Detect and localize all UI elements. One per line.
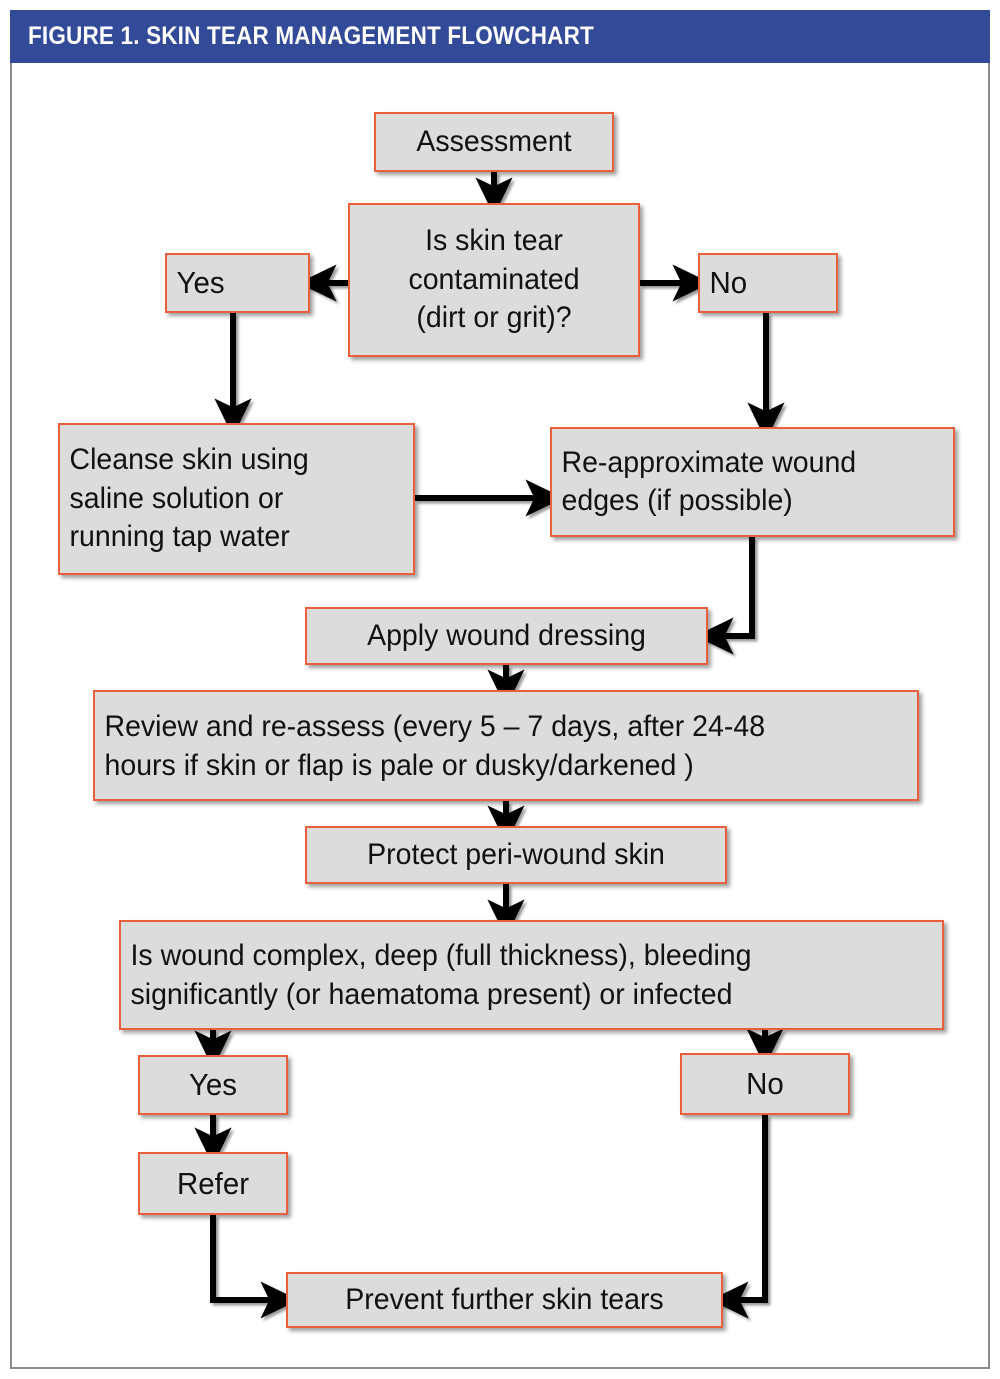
node-label-line: Cleanse skin using: [69, 443, 309, 477]
node-assessment[interactable]: Assessment: [374, 112, 614, 172]
node-refer[interactable]: Refer: [138, 1152, 288, 1215]
node-review-and-re-assess[interactable]: Review and re-assess (every 5 – 7 days, …: [93, 690, 919, 801]
figure-title: FIGURE 1. SKIN TEAR MANAGEMENT FLOWCHART: [28, 22, 594, 50]
edge-refer-to-prevent: [210, 1215, 299, 1319]
node-label: Apply wound dressing: [367, 618, 646, 652]
node-label-line: contaminated: [408, 262, 580, 296]
node-no-bottom[interactable]: No: [680, 1053, 850, 1115]
node-apply-wound-dressing[interactable]: Apply wound dressing: [305, 607, 708, 665]
node-label: Re-approximate wound edges (if possible): [552, 444, 933, 521]
node-label: Cleanse skin using saline solution or ru…: [60, 441, 395, 556]
node-label: Yes: [176, 265, 225, 301]
node-label-line: Is skin tear: [425, 224, 563, 258]
node-label-line: saline solution or: [69, 481, 284, 515]
node-label-line: Is wound complex, deep (full thickness),…: [130, 939, 752, 972]
edge-no-to-prevent: [710, 1115, 768, 1319]
node-label: Assessment: [416, 124, 572, 158]
node-label: Yes: [188, 1067, 238, 1103]
node-is-wound-complex[interactable]: Is wound complex, deep (full thickness),…: [119, 920, 944, 1030]
figure-title-bar: FIGURE 1. SKIN TEAR MANAGEMENT FLOWCHART: [10, 10, 990, 63]
node-is-skin-tear-contaminated[interactable]: Is skin tear contaminated (dirt or grit)…: [348, 203, 640, 357]
node-yes-top[interactable]: Yes: [165, 253, 310, 313]
node-protect-peri-wound-skin[interactable]: Protect peri-wound skin: [305, 826, 727, 884]
node-label-line: (dirt or grit)?: [416, 301, 572, 335]
edge-reapprox-to-dressing: [695, 537, 755, 655]
node-label-line: edges (if possible): [561, 484, 793, 517]
node-cleanse-skin[interactable]: Cleanse skin using saline solution or ru…: [58, 423, 415, 575]
node-label: Is skin tear contaminated (dirt or grit)…: [357, 222, 631, 337]
node-yes-bottom[interactable]: Yes: [138, 1055, 288, 1115]
node-label-line: Review and re-assess (every 5 – 7 days, …: [104, 709, 766, 743]
node-label: Review and re-assess (every 5 – 7 days, …: [95, 707, 876, 785]
node-label: Refer: [176, 1165, 250, 1201]
node-label-line: running tap water: [69, 520, 290, 554]
node-no-top[interactable]: No: [698, 253, 838, 313]
node-label: No: [709, 265, 748, 301]
node-label-line: Re-approximate wound: [561, 445, 857, 479]
node-label: No: [746, 1066, 784, 1102]
node-re-approximate-wound-edges[interactable]: Re-approximate wound edges (if possible): [550, 427, 955, 537]
node-prevent-further-skin-tears[interactable]: Prevent further skin tears: [286, 1272, 723, 1328]
node-label: Prevent further skin tears: [345, 1282, 664, 1316]
node-label: Is wound complex, deep (full thickness),…: [121, 936, 901, 1014]
node-label-line: significantly (or haematoma present) or …: [130, 978, 733, 1011]
node-label-line: hours if skin or flap is pale or dusky/d…: [104, 748, 694, 782]
node-label: Protect peri-wound skin: [367, 837, 665, 871]
